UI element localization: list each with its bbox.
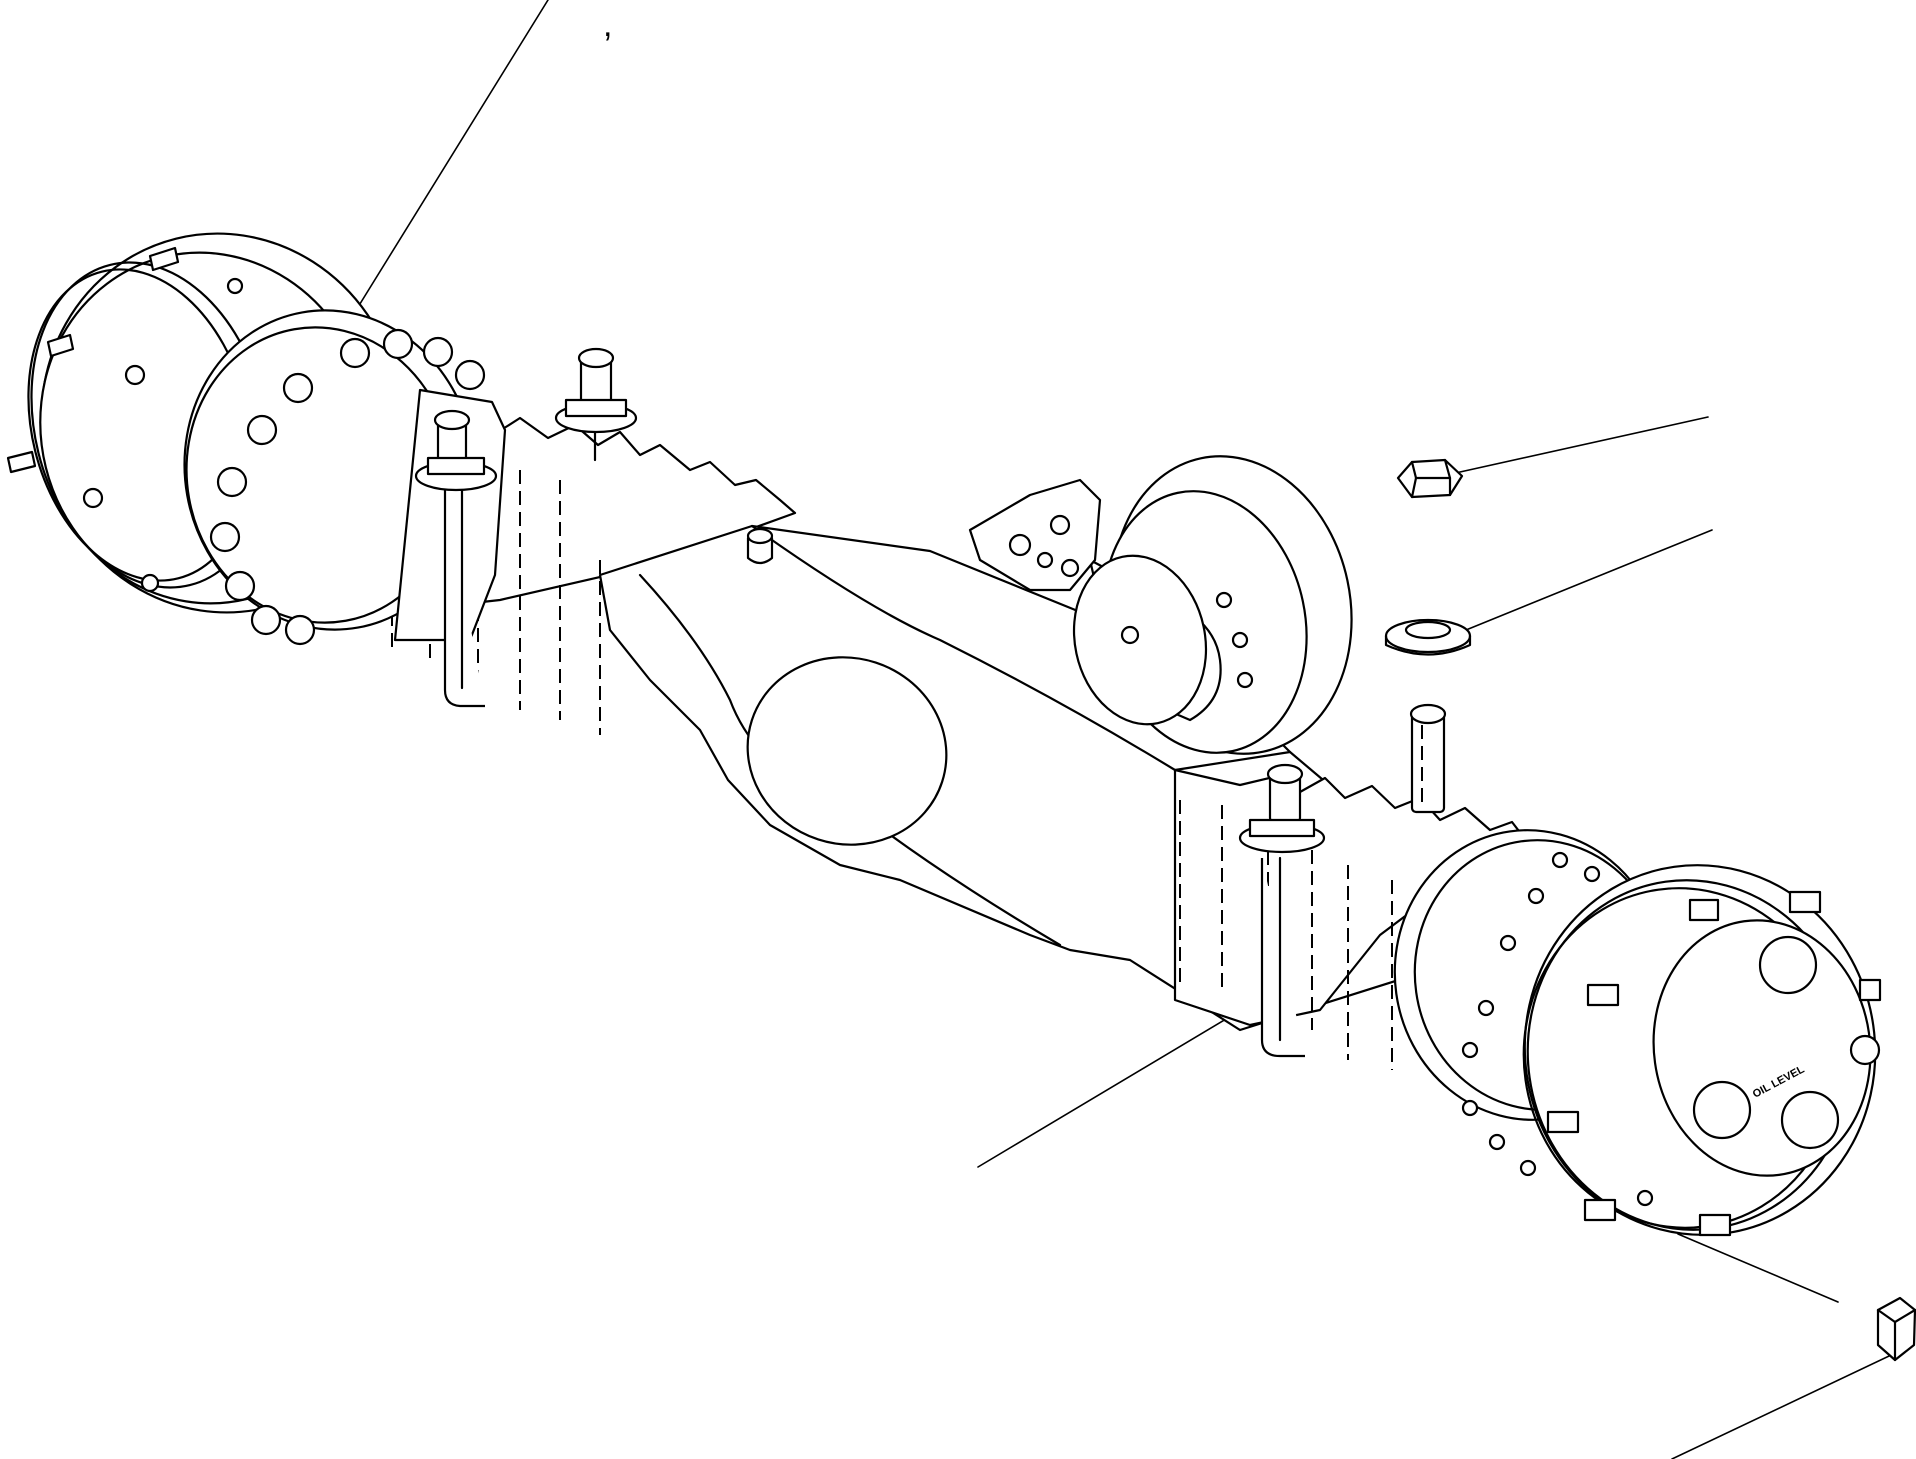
leader-line-washer bbox=[1465, 529, 1713, 631]
left-hub-bolts bbox=[209, 328, 486, 646]
differential-cover bbox=[746, 656, 948, 846]
leader-line-wheel-nut bbox=[1671, 1347, 1907, 1459]
right-flange-holes bbox=[1461, 851, 1601, 1177]
left-u-bolts bbox=[414, 347, 638, 708]
leader-line-nut bbox=[1423, 416, 1709, 481]
loose-wheel-nut bbox=[1876, 1296, 1916, 1362]
callout-mark: , bbox=[603, 6, 612, 44]
left-wheel-studs bbox=[6, 246, 180, 474]
left-wheel-hub bbox=[6, 232, 507, 646]
input-flange bbox=[968, 455, 1353, 755]
loose-washer bbox=[1384, 618, 1472, 656]
leader-line-hub bbox=[1677, 1233, 1839, 1303]
right-u-bolts bbox=[1238, 703, 1447, 1058]
right-wheel-hub: OIL LEVEL bbox=[1393, 829, 1882, 1237]
axle-beam bbox=[366, 416, 1534, 1070]
leader-line-top bbox=[336, 0, 549, 342]
right-wheel-studs bbox=[1546, 890, 1882, 1237]
loose-hex-nut bbox=[1396, 458, 1464, 499]
